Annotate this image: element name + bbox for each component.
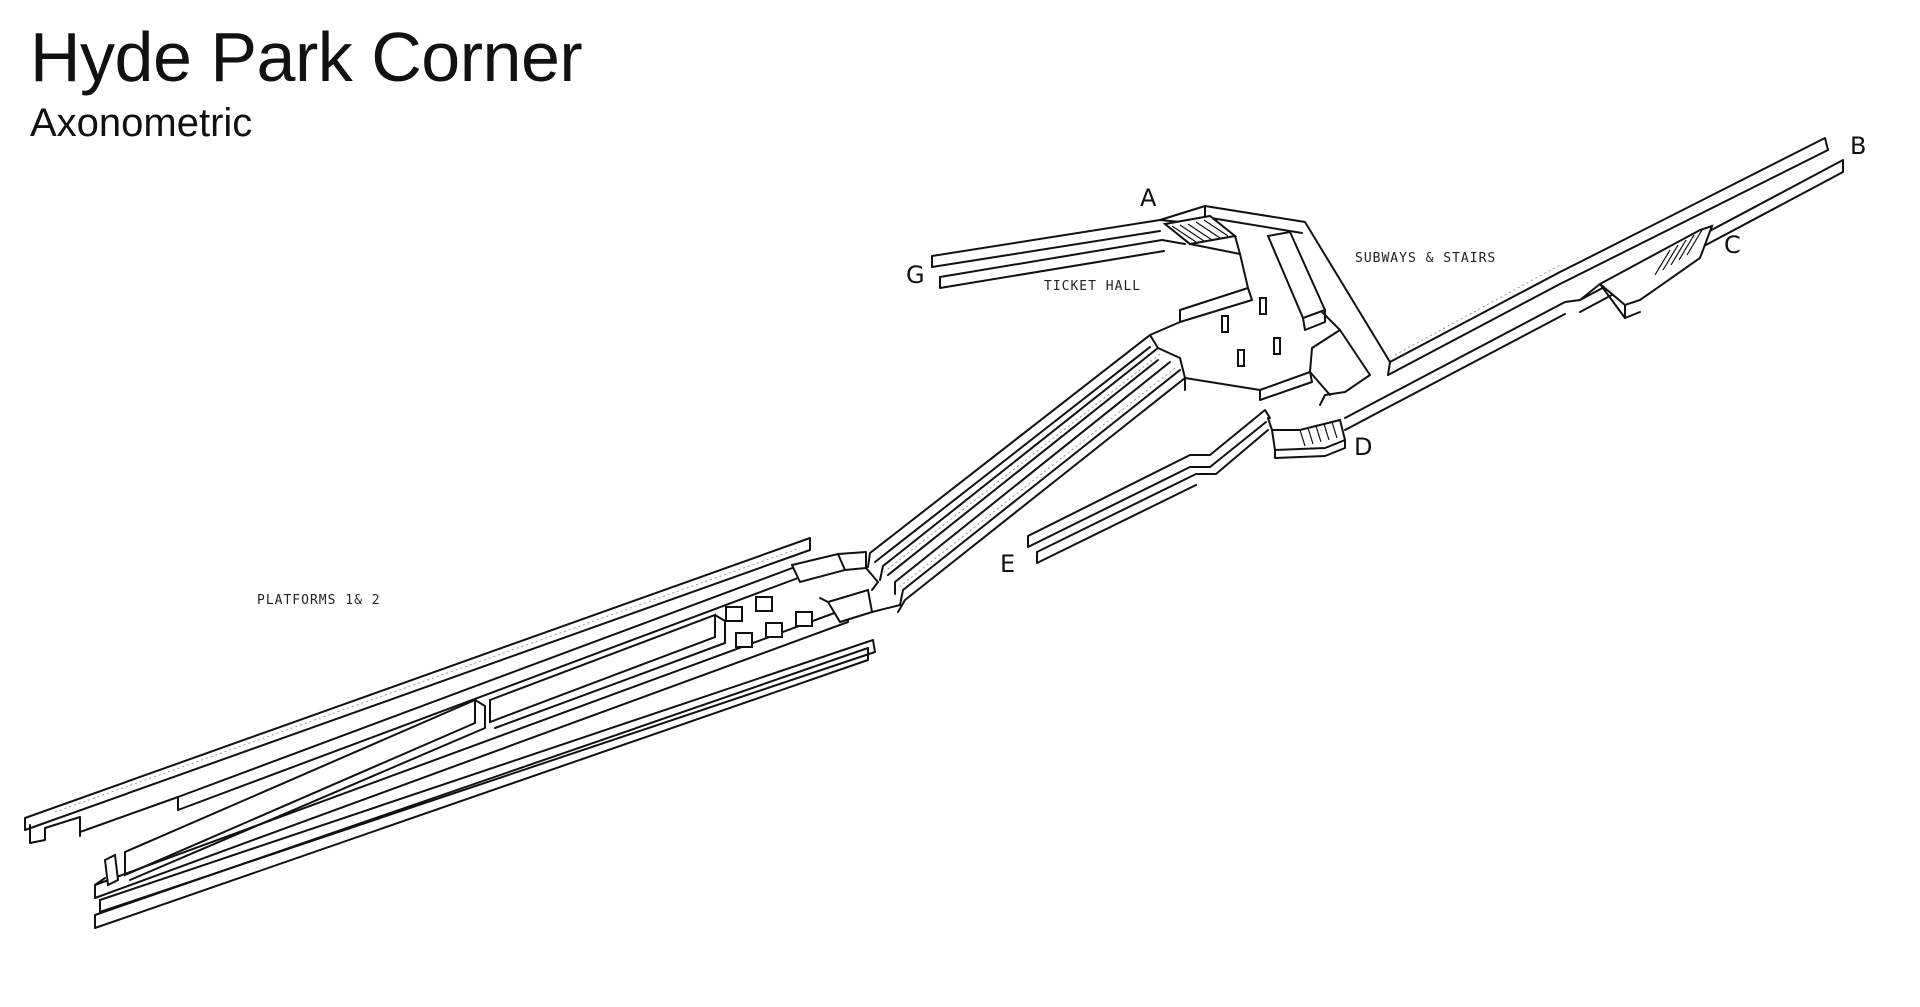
point-e: E (1000, 550, 1015, 578)
ticket-hall-structure (1149, 205, 1391, 406)
escalator-shaft (867, 334, 1186, 613)
platforms (24, 537, 901, 929)
point-g: G (906, 261, 925, 289)
point-c: C (1724, 231, 1741, 259)
point-b: B (1850, 132, 1866, 160)
label-subways-stairs: SUBWAYS & STAIRS (1355, 251, 1496, 266)
exit-d-stairs (1267, 417, 1347, 459)
diagram-title: Hyde Park Corner (30, 18, 583, 96)
diagram-subtitle: Axonometric (30, 101, 253, 145)
label-ticket-hall: TICKET HALL (1044, 279, 1141, 294)
point-d: D (1354, 433, 1372, 461)
label-platforms: PLATFORMS 1& 2 (257, 593, 381, 608)
point-a: A (1140, 184, 1157, 212)
subway-b (1344, 137, 1844, 431)
subway-e (1027, 409, 1271, 564)
subway-g (931, 219, 1186, 289)
